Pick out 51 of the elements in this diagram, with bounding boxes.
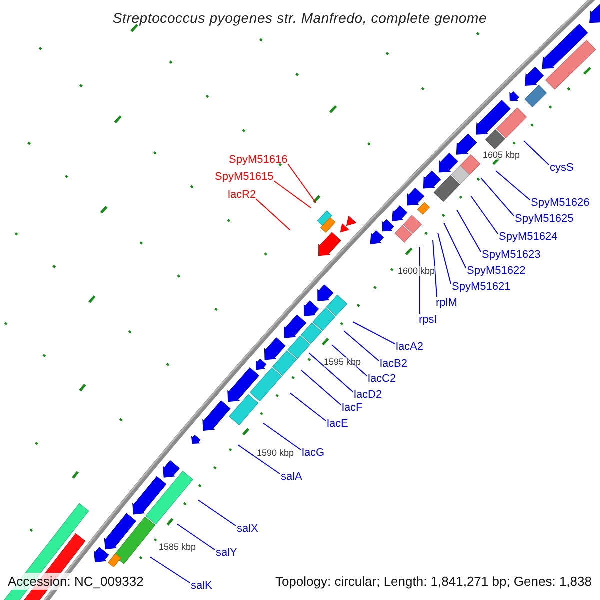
- gene-label: lacA2: [396, 341, 424, 353]
- gene-label: lacC2: [368, 373, 396, 385]
- leader-line: [198, 500, 236, 526]
- gene-label: salA: [281, 471, 302, 483]
- leader-line: [352, 322, 396, 344]
- leader-line: [308, 352, 354, 392]
- leader-line: [456, 210, 482, 252]
- gene-label: cysS: [550, 162, 574, 174]
- gene-label: lacF: [342, 402, 363, 414]
- leader-line: [332, 344, 368, 376]
- gene-label: salK: [191, 580, 212, 592]
- leader-line: [480, 178, 514, 216]
- leader-line: [256, 198, 290, 230]
- gene-label: salX: [237, 523, 258, 535]
- gene-label: rpsI: [419, 314, 438, 326]
- leader-line: [262, 422, 302, 450]
- leader-line: [300, 370, 342, 406]
- gene-label: lacG: [302, 447, 325, 459]
- leader-line: [344, 330, 380, 362]
- leader-line: [438, 232, 452, 284]
- leader-line: [496, 170, 530, 200]
- leader-line: [290, 392, 326, 422]
- gene-label: rplM: [436, 297, 458, 309]
- leader-line: [470, 196, 498, 234]
- gene-label: SpyM51624: [499, 231, 558, 243]
- scale-label: 1600 kbp: [398, 266, 436, 276]
- leader-line: [274, 180, 312, 208]
- gene-label: lacE: [327, 418, 348, 430]
- gene-label: SpyM51622: [467, 265, 526, 277]
- gene-label: lacD2: [354, 389, 382, 401]
- gene-label: SpyM51621: [452, 281, 511, 293]
- leader-line: [524, 140, 550, 166]
- leader-line: [432, 240, 438, 298]
- leader-line: [444, 222, 466, 268]
- gene-label: SpyM51616: [229, 154, 288, 166]
- scale-label: 1595 kbp: [324, 357, 362, 367]
- scale-label: 1585 kbp: [159, 542, 196, 552]
- title: Streptococcus pyogenes str. Manfredo, complete genome: [112, 10, 488, 26]
- gene-label: lacB2: [380, 358, 408, 370]
- gene-label: SpyM51626: [531, 197, 590, 209]
- leader-line: [288, 164, 316, 204]
- gene-label: lacR2: [228, 189, 256, 201]
- scale-label: 1605 kbp: [483, 150, 520, 160]
- gene-label: SpyM51615: [215, 171, 274, 183]
- leader-line: [238, 444, 280, 474]
- scale-label: 1590 kbp: [257, 448, 294, 458]
- gene-label: salY: [216, 547, 238, 559]
- leader-line: [176, 524, 216, 550]
- gene-label: SpyM51623: [482, 249, 541, 261]
- leader-line: [150, 556, 190, 584]
- gene-label: SpyM51625: [515, 213, 574, 225]
